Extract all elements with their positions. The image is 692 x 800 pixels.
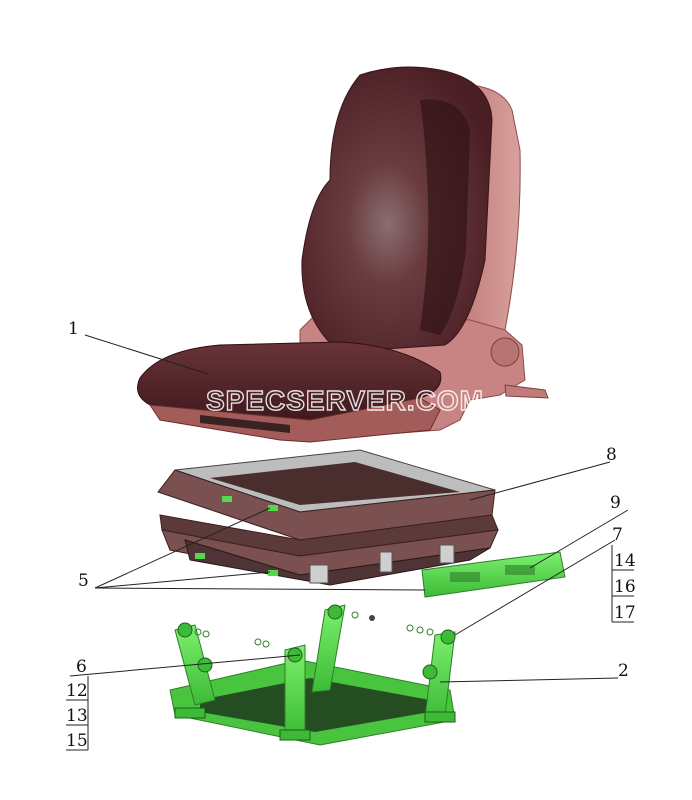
callout-1: 1 — [68, 319, 79, 339]
bracket-body — [421, 551, 566, 598]
washer — [416, 626, 424, 634]
seat-part-1 — [137, 66, 549, 443]
suspension-foot — [174, 707, 206, 719]
callout-17: 17 — [614, 603, 636, 623]
leader-5a — [94, 507, 271, 589]
callout-7: 7 — [612, 525, 623, 545]
adjust-lever — [504, 384, 549, 399]
washer — [426, 628, 434, 636]
bracket-part-9 — [421, 551, 566, 598]
callout-13: 13 — [66, 706, 88, 726]
bracket-slot — [505, 565, 535, 575]
suspension-dark-rail — [200, 678, 430, 732]
bellows-clip — [195, 553, 205, 559]
pivot-bolt — [177, 622, 193, 638]
leader-5c — [94, 587, 426, 591]
bellows-top-opening — [210, 462, 460, 505]
bellows-tab — [309, 564, 329, 584]
bellows-clip — [268, 505, 278, 511]
callout-5: 5 — [78, 571, 89, 591]
leader-7 — [454, 539, 616, 636]
callout-numbers: 1 8 9 7 14 16 17 5 6 2 12 13 15 — [66, 319, 636, 751]
backrest-side-shade — [420, 99, 470, 335]
bellows-part-8 — [157, 449, 499, 586]
callout-16: 16 — [614, 577, 636, 597]
bellows-tab — [379, 551, 393, 573]
callout-14: 14 — [614, 551, 636, 571]
watermark-text: SPECSERVER.COM — [206, 385, 484, 416]
callout-12: 12 — [66, 681, 88, 701]
leader-8 — [469, 461, 611, 501]
washer — [194, 628, 202, 636]
washer — [202, 630, 210, 638]
bellows-clip — [268, 570, 278, 576]
seat-rail — [200, 415, 290, 433]
washer — [351, 611, 359, 619]
washer — [262, 640, 270, 648]
bellows-clip — [222, 496, 232, 502]
leader-1 — [84, 334, 209, 375]
suspension-part-2 — [169, 604, 456, 746]
callout-15: 15 — [66, 731, 88, 751]
washer — [369, 615, 375, 621]
leader-9 — [529, 509, 629, 569]
pivot-bolt — [422, 664, 438, 680]
leader-2 — [439, 677, 619, 683]
pivot-bolt — [327, 604, 343, 620]
bellows-tab — [439, 544, 455, 564]
leader-6 — [69, 654, 301, 677]
leader-5b — [94, 571, 271, 589]
hinge-knob — [490, 337, 520, 367]
suspension-foot — [279, 729, 311, 741]
callout-6: 6 — [76, 657, 87, 677]
suspension-foot — [424, 711, 456, 723]
callout-2: 2 — [618, 661, 629, 681]
pivot-bolt — [197, 657, 213, 673]
pivot-bolt — [440, 629, 456, 645]
callout-8: 8 — [606, 445, 617, 465]
seat-base — [149, 397, 441, 443]
leader-lines — [66, 334, 634, 751]
bracket-slot — [450, 572, 480, 582]
callout-9: 9 — [610, 493, 621, 513]
washer — [406, 624, 414, 632]
washer — [254, 638, 262, 646]
bellows-lower-frame — [184, 539, 491, 586]
